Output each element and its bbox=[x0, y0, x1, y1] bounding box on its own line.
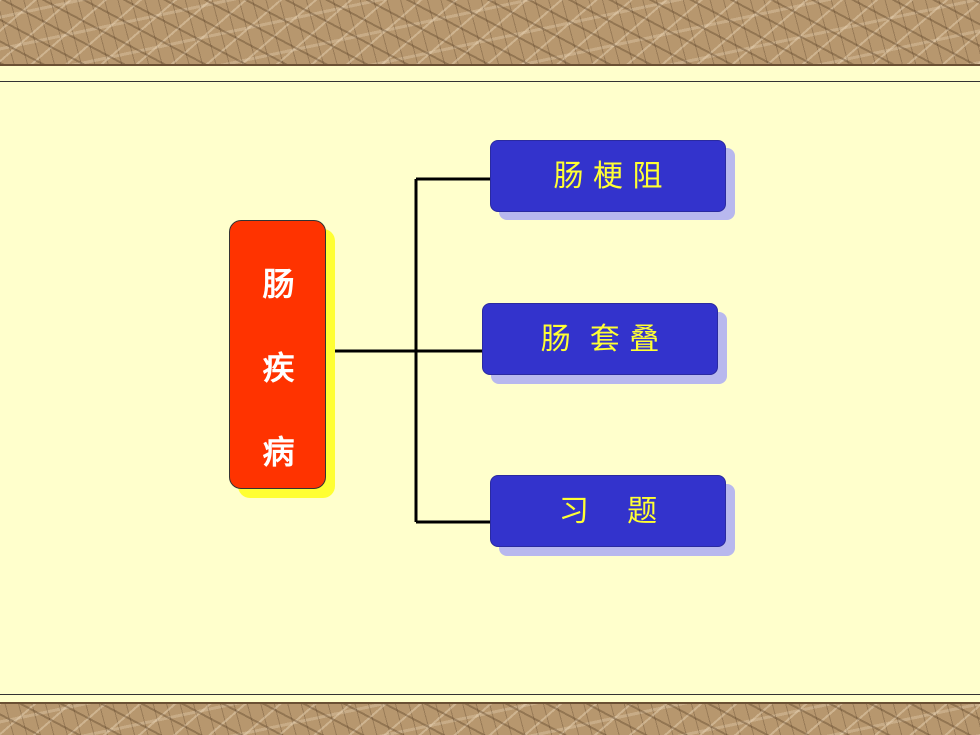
child-node-2[interactable]: 肠 套 叠 bbox=[482, 303, 718, 375]
stone-texture-band-top bbox=[0, 0, 980, 66]
child-node-3[interactable]: 习 题 bbox=[490, 475, 726, 547]
root-node-char-3: 病 bbox=[262, 433, 295, 471]
root-node-char-2: 疾 bbox=[262, 349, 295, 387]
root-node-char-1: 肠 bbox=[262, 265, 295, 303]
stone-texture-band-bottom bbox=[0, 702, 980, 735]
root-node: 肠 疾 病 bbox=[229, 220, 326, 489]
child-node-1[interactable]: 肠 梗 阻 bbox=[490, 140, 726, 212]
divider-top bbox=[0, 81, 980, 82]
divider-bottom bbox=[0, 694, 980, 695]
